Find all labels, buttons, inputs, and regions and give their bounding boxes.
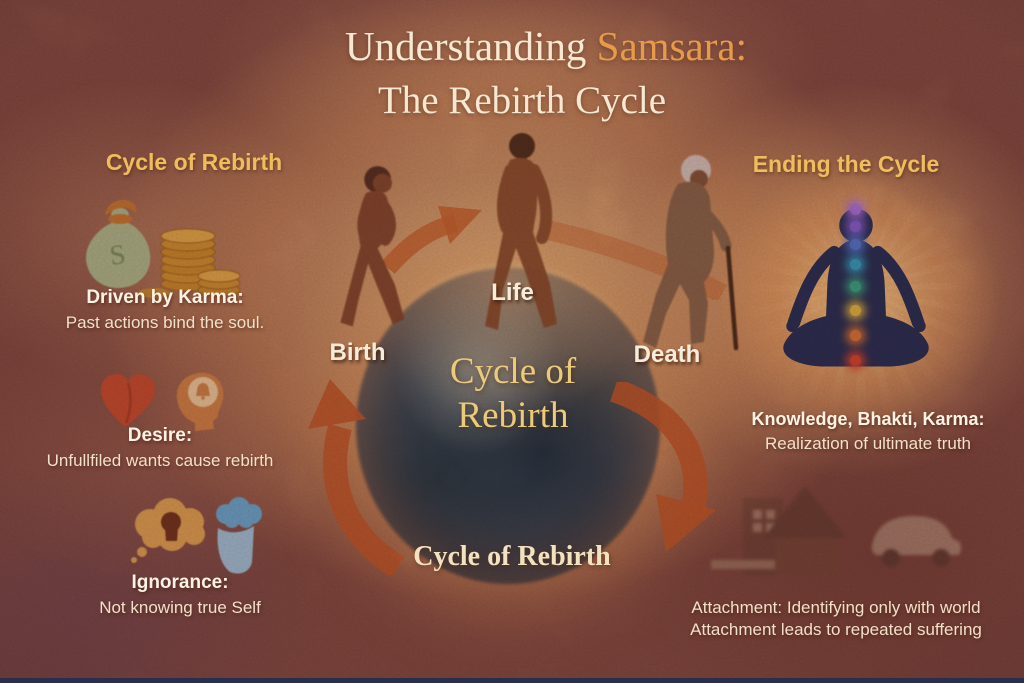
karma-text: Past actions bind the soul. [65,313,265,332]
desire-label: Desire: [127,425,193,446]
karma-label: Driven by Karma: [86,287,244,308]
knowledge-text-block: Knowledge, Bhakti, Karma: Realization of… [718,409,1018,454]
ignorance-text-block: Ignorance: Not knowing true Self [30,572,330,618]
attachment-line1: Attachment: Identifying only with world [691,598,981,617]
title-prefix: Understanding [345,23,597,69]
ignorance-text: Not knowing true Self [99,598,261,617]
page-title-line1: Understanding Samsara: [0,22,1024,70]
bottom-edge-bar [0,678,1024,683]
attachment-line2: Attachment leads to repeated suffering [690,620,982,639]
ignorance-label: Ignorance: [131,572,229,593]
globe-label-line1: Cycle of [449,351,577,392]
left-column-heading: Cycle of Rebirth [105,149,283,175]
globe-center-label: Cycle of Rebirth [388,350,638,438]
bottom-cycle-label: Cycle of Rebirth [413,541,611,572]
desire-text: Unfullfiled wants cause rebirth [46,451,274,470]
stage-label-life: Life [491,279,534,306]
knowledge-text: Realization of ultimate truth [765,434,971,453]
desire-text-block: Desire: Unfullfiled wants cause rebirth [10,425,310,471]
title-accent-samsara: Samsara: [596,23,747,69]
attachment-text-block: Attachment: Identifying only with world … [650,596,1022,640]
right-column-heading: Ending the Cycle [752,151,940,177]
knowledge-label: Knowledge, Bhakti, Karma: [751,409,985,429]
karma-text-block: Driven by Karma: Past actions bind the s… [20,287,310,333]
page-title-line2: The Rebirth Cycle [377,79,667,122]
globe-label-line2: Rebirth [457,395,569,436]
